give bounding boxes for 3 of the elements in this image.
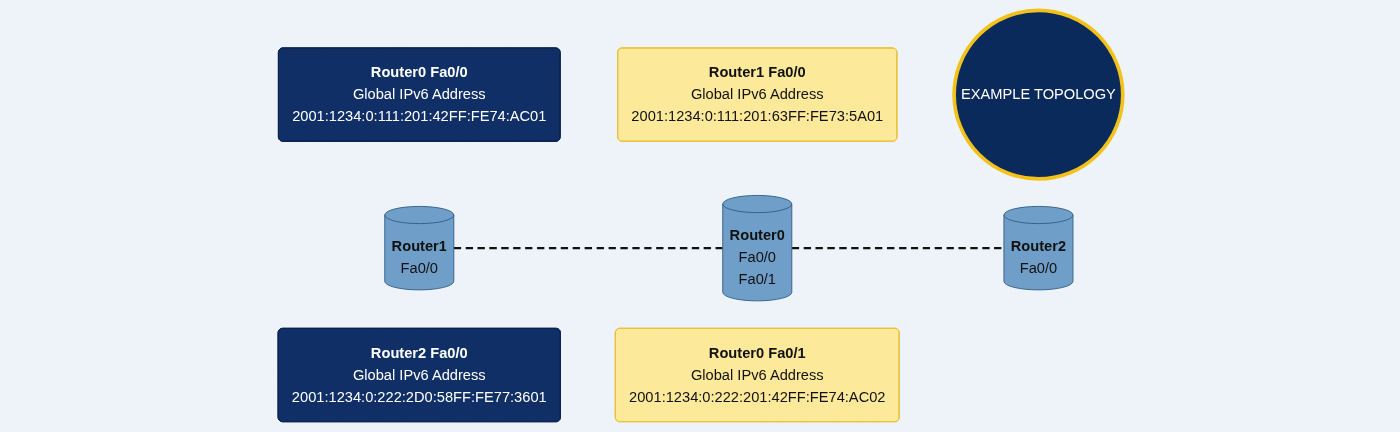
- node-circle: EXAMPLE TOPOLOGY: [951, 8, 1125, 181]
- connector: [453, 247, 723, 250]
- connector: [791, 247, 1004, 250]
